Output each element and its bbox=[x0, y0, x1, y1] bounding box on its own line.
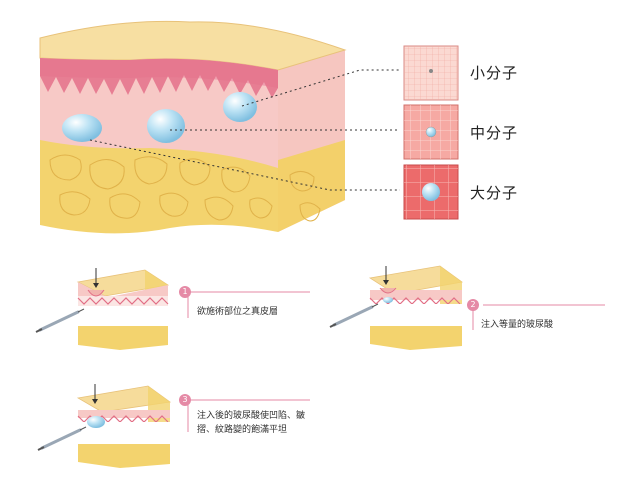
step-3-block bbox=[37, 384, 172, 468]
step-3-caption-line2: 摺、紋路變的飽滿平坦 bbox=[197, 425, 288, 435]
step-3-caption-line1: 注入後的玻尿酸使凹陷、皺 bbox=[197, 411, 306, 421]
step-2-caption: 注入等量的玻尿酸 bbox=[481, 320, 554, 330]
label-large-molecule: 大分子 bbox=[470, 184, 519, 202]
small-molecule-dot bbox=[429, 69, 433, 73]
sphere-large-1 bbox=[62, 114, 102, 142]
label-medium-molecule: 中分子 bbox=[470, 124, 519, 142]
fat-layer bbox=[40, 140, 278, 234]
step-1-caption: 欲施術部位之真皮層 bbox=[197, 307, 279, 317]
leader-lines bbox=[89, 69, 400, 191]
swatch-medium bbox=[403, 104, 459, 160]
label-small-molecule: 小分子 bbox=[470, 64, 519, 82]
step-1-block bbox=[35, 268, 170, 350]
step-2-block bbox=[329, 265, 463, 350]
epidermis-top bbox=[39, 20, 347, 71]
large-skin-block bbox=[39, 20, 347, 234]
step-1-badge: 1 bbox=[179, 286, 191, 298]
swatch-small bbox=[403, 45, 459, 101]
sphere-large-2 bbox=[147, 109, 185, 143]
medium-molecule-dot bbox=[425, 126, 437, 138]
step-3-rule bbox=[187, 399, 310, 432]
step-2-badge: 2 bbox=[467, 299, 479, 311]
basal-layer bbox=[40, 58, 278, 98]
fat-cells bbox=[49, 154, 321, 222]
step-3-badge: 3 bbox=[179, 394, 191, 406]
sphere-large-3 bbox=[223, 92, 257, 122]
large-molecule-dot bbox=[422, 183, 440, 201]
swatch-large bbox=[403, 164, 459, 220]
